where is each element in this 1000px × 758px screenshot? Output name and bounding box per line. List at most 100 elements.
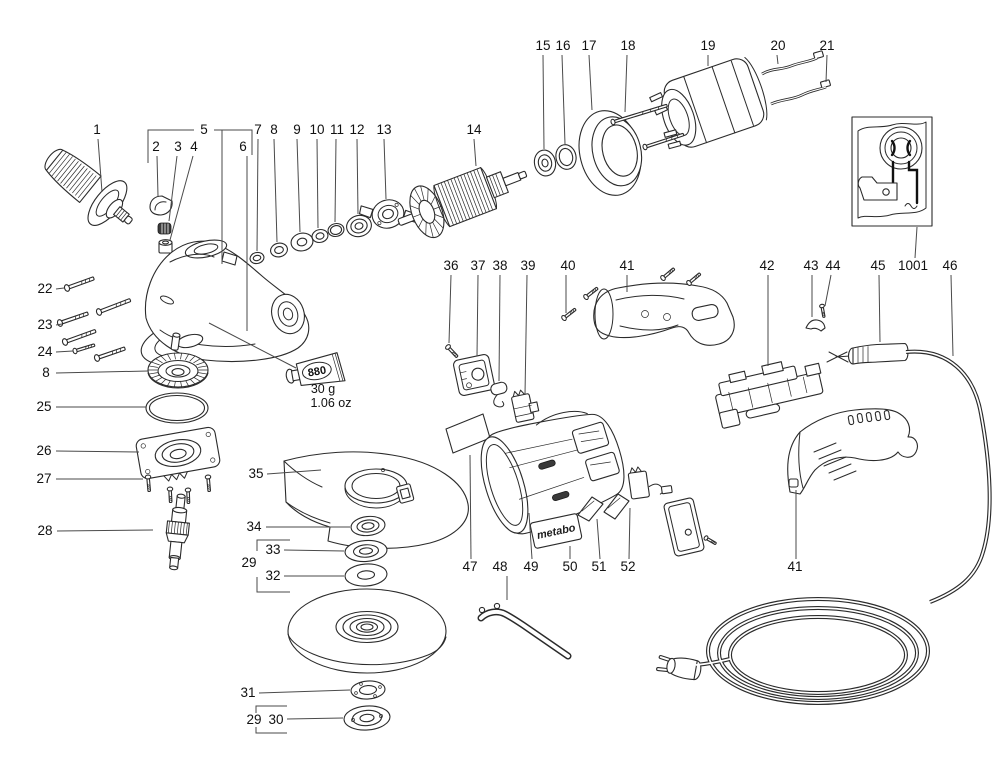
- screw-drawing-1: [63, 276, 95, 292]
- callout-23: 23: [37, 317, 52, 332]
- leader-line-4: [169, 155, 194, 241]
- leader-line-31: [258, 689, 351, 694]
- plug-drawing: [656, 655, 702, 681]
- callout-39: 39: [520, 258, 535, 273]
- leader-line-1001: [914, 226, 918, 259]
- leader-line-8: [273, 138, 278, 243]
- screw-drawing-6: [93, 346, 126, 362]
- screw-drawing-4: [61, 329, 97, 346]
- sticker-52-drawing: [603, 493, 630, 520]
- leader-line-26: [55, 450, 140, 453]
- bracket-line-1: [147, 129, 194, 163]
- wheel-guard-drawing: [283, 451, 469, 549]
- leader-line-2: [156, 155, 159, 197]
- metabo-stamp: [538, 459, 556, 470]
- screw-drawing-15: [583, 286, 599, 300]
- callout-8: 8: [270, 122, 278, 137]
- washer-drawing-5: [327, 222, 345, 238]
- leader-line-47: [469, 454, 472, 560]
- callout-15: 15: [535, 38, 550, 53]
- callout-8-2: 8: [42, 365, 50, 380]
- air-baffle-drawing: [578, 110, 643, 196]
- leader-line-22: [55, 287, 65, 290]
- callout-21: 21: [819, 38, 834, 53]
- callout-33: 33: [265, 542, 280, 557]
- grease-grams-label: 30 g: [311, 382, 335, 396]
- sticker-51-drawing: [577, 496, 604, 522]
- callout-38: 38: [492, 258, 507, 273]
- leader-line-37: [476, 274, 479, 357]
- callout-51: 51: [591, 559, 606, 574]
- screws-layer: [56, 103, 826, 545]
- leader-line-23: [55, 323, 63, 326]
- leader-line-49: [528, 512, 533, 560]
- callout-42: 42: [759, 258, 774, 273]
- callout-13: 13: [376, 122, 391, 137]
- leader-line-30: [286, 717, 344, 720]
- callout-17: 17: [581, 38, 596, 53]
- brush-holder-drawing: [511, 389, 540, 423]
- callout-14: 14: [466, 122, 482, 137]
- washer-drawing-3: [290, 232, 314, 252]
- grease-tube-label: 880: [307, 364, 327, 379]
- callout-26: 26: [36, 443, 51, 458]
- side-handle-drawing: [44, 148, 133, 226]
- callout-43: 43: [803, 258, 818, 273]
- callout-25: 25: [36, 399, 51, 414]
- leader-line-7: [256, 138, 259, 252]
- washer-drawing-15: [335, 610, 399, 644]
- leader-line-33: [283, 549, 345, 552]
- brush-holder-2-drawing: [627, 466, 673, 500]
- stator-drawing: [649, 56, 768, 150]
- rear-handle-drawing: [787, 408, 918, 495]
- callout-44: 44: [825, 258, 841, 273]
- screw-drawing-14: [561, 307, 577, 321]
- bracket-line-4: [256, 539, 290, 551]
- leader-line-45: [878, 274, 881, 343]
- leader-line-35: [266, 469, 322, 475]
- leader-line-39: [524, 274, 528, 396]
- leader-line-3: [168, 155, 178, 222]
- leader-line-1: [97, 138, 103, 193]
- cord-sleeve-drawing: [826, 342, 909, 365]
- callout-37: 37: [470, 258, 485, 273]
- pin-wrench-drawing: [477, 602, 572, 660]
- leader-line-46: [950, 274, 954, 357]
- callout-20: 20: [770, 38, 785, 53]
- armature-drawing: [397, 167, 528, 239]
- callout-31: 31: [240, 685, 255, 700]
- callout-49: 49: [523, 559, 538, 574]
- callout-32: 32: [265, 568, 280, 583]
- callout-34: 34: [246, 519, 262, 534]
- cover-plate-drawing: [453, 354, 495, 396]
- callout-9: 9: [293, 122, 301, 137]
- leader-line-38: [498, 274, 501, 382]
- washer-drawing-12: [344, 563, 388, 587]
- bracket-line-5: [256, 577, 290, 593]
- capacitor-drawing: [490, 381, 508, 408]
- screw-drawing-11: [610, 103, 668, 126]
- crown-gear-drawing: [147, 352, 209, 389]
- leader-line-13: [383, 138, 387, 200]
- callout-18: 18: [620, 38, 635, 53]
- washer-drawing-4: [311, 228, 329, 244]
- callout-3: 3: [174, 139, 182, 154]
- leader-line-15: [542, 54, 545, 150]
- adjust-bushing-drawing: [158, 239, 173, 254]
- callout-29-2: 29: [246, 712, 261, 727]
- callout-10: 10: [309, 122, 324, 137]
- leader-line-8: [55, 370, 149, 374]
- leader-line-44: [824, 274, 832, 307]
- leader-line-12: [356, 138, 359, 215]
- callout-29: 29: [241, 555, 256, 570]
- leader-line-24: [55, 350, 74, 353]
- washer-drawing-6: [346, 214, 372, 238]
- washer-drawing-2: [270, 242, 288, 258]
- callout-12: 12: [349, 122, 364, 137]
- screw-drawing-13: [445, 344, 459, 358]
- callout-7: 7: [254, 122, 262, 137]
- leader-line-51: [596, 518, 601, 560]
- screw-drawing-2: [95, 298, 132, 316]
- screw-drawing-7: [144, 474, 152, 493]
